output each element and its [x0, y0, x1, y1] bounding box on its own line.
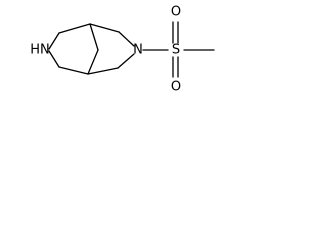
- bond-nh-c1: [48, 32, 60, 50]
- atom-n-label: N: [133, 43, 143, 58]
- bond-n-c7: [117, 53, 135, 69]
- bond-c4-c5: [58, 66, 89, 75]
- bond-c3-c4: [87, 49, 99, 75]
- atom-o-bottom-label: O: [171, 80, 181, 95]
- bond-c7-c4: [87, 67, 119, 75]
- bond-c5-nh: [48, 50, 60, 68]
- atom-s-label: S: [172, 43, 180, 58]
- atom-o-top-label: O: [171, 5, 181, 20]
- bond-c2-c3: [89, 23, 99, 51]
- bond-c6-n: [118, 31, 135, 47]
- structure-diagram: HN N S O O: [30, 5, 215, 95]
- bond-c2-c6: [89, 23, 120, 33]
- bond-c1-c2: [58, 23, 91, 34]
- atom-nh-label: HN: [30, 43, 50, 58]
